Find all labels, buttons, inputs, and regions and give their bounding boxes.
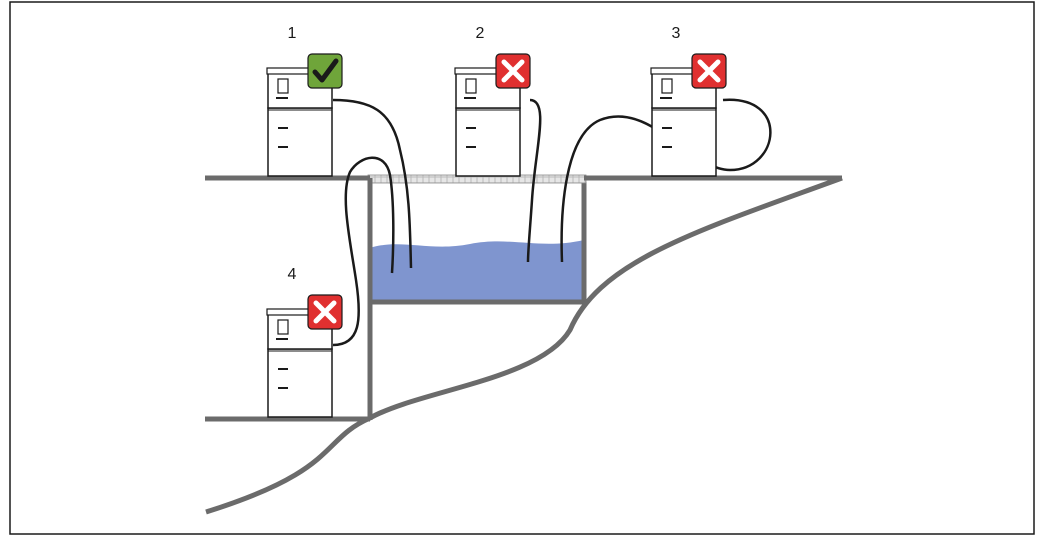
- sampler-number-label: 1: [288, 25, 297, 42]
- sampler-number-label: 2: [476, 25, 485, 42]
- water-wave: [370, 240, 584, 252]
- sampler-number-label: 3: [672, 25, 681, 42]
- display-icon: [661, 78, 673, 94]
- sampler-unit-4: 4: [266, 266, 343, 418]
- tube-sampler-2: [526, 98, 542, 263]
- sampler-unit-3: 3: [650, 25, 727, 177]
- tube-sampler-4: [332, 156, 395, 347]
- display-icon: [465, 78, 477, 94]
- cross-icon: [691, 53, 727, 89]
- sampler-cabinet: [267, 348, 333, 418]
- display-icon: [277, 78, 289, 94]
- cross-icon: [495, 53, 531, 89]
- checkmark-icon: [307, 53, 343, 89]
- sampler-unit-1: 1: [266, 25, 343, 177]
- sampler-cabinet: [267, 107, 333, 177]
- display-icon: [277, 319, 289, 335]
- embankment-slope: [205, 175, 843, 515]
- sampler-cabinet: [455, 107, 521, 177]
- sampler-cabinet: [651, 107, 717, 177]
- cross-icon: [307, 294, 343, 330]
- tube-sampler-1: [332, 98, 413, 269]
- water-surface: [370, 240, 584, 302]
- sampler-number-label: 4: [288, 266, 297, 283]
- sampler-unit-2: 2: [454, 25, 531, 177]
